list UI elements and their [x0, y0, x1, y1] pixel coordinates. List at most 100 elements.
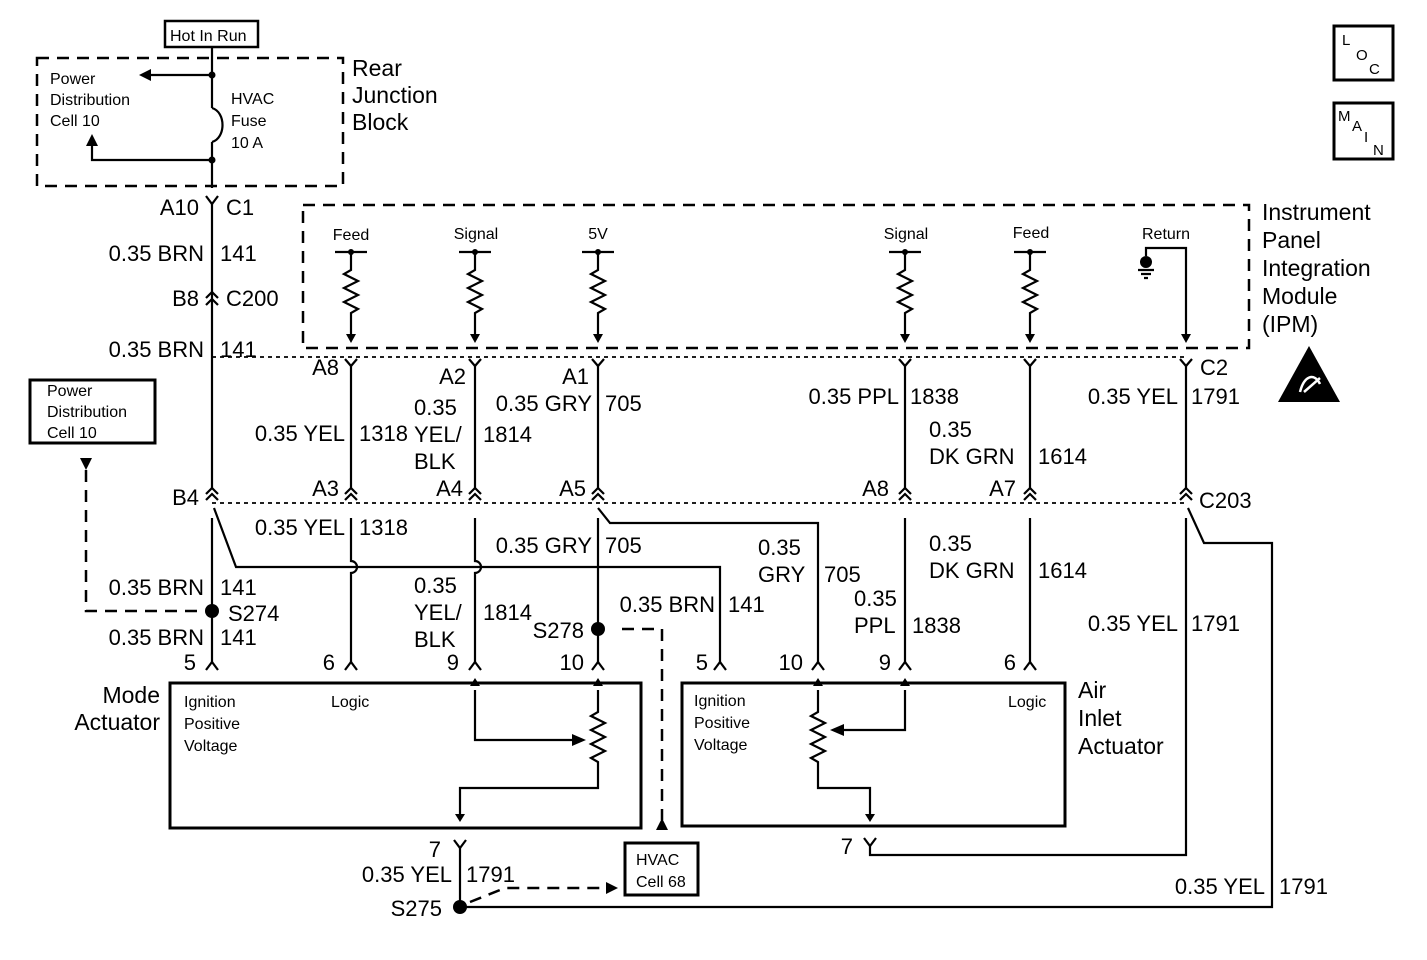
wire-1791-label: 1791 [466, 862, 515, 887]
hot-in-run-label: Hot In Run [170, 28, 246, 45]
air-actuator-title-2: Inlet [1078, 705, 1122, 731]
svg-text:C: C [1369, 61, 1380, 78]
main-icon[interactable]: M A I N [1332, 101, 1395, 161]
rjb-title-2: Junction [352, 82, 438, 108]
wire-1791-label: 1791 [1191, 384, 1240, 409]
air-potentiometer [808, 690, 872, 818]
mode-pin-6: 6 [323, 650, 335, 675]
mode-actuator-title-2: Actuator [74, 709, 160, 735]
junction-dot [208, 71, 216, 79]
pin-a8-ipm: A8 [312, 355, 339, 380]
wire-1791-ground [460, 507, 1274, 909]
wire-141-label: 141 [220, 625, 257, 650]
conn-a3: A3 [312, 476, 339, 501]
pdc-left-label-2: Distribution [47, 404, 127, 421]
pdc-cell-10-reference[interactable]: Power Distribution Cell 10 [28, 378, 157, 445]
fuse-label-3: 10 A [231, 135, 263, 152]
wiring [210, 202, 1274, 909]
air-pin-10: 10 [779, 650, 803, 675]
conn-c200: C200 [226, 286, 279, 311]
wire-1614-label: 1614 [1038, 558, 1087, 583]
wire-yel-label: 0.35 YEL [255, 421, 345, 446]
s274-reference-line [84, 470, 205, 613]
junction-dot [208, 156, 216, 164]
ipm-input-feed-2: Feed [1013, 225, 1049, 242]
conn-b4: B4 [172, 485, 199, 510]
wire-1318-label: 1318 [359, 515, 408, 540]
fuse-label-1: HVAC [231, 91, 274, 108]
pdc-label-2: Distribution [50, 92, 130, 109]
svg-text:A: A [1352, 118, 1362, 135]
connector-labels: A10 C1 B8 C200 A8 A2 A1 C2 B4 A3 A4 A5 A… [160, 195, 1252, 513]
wire-gry-label: 0.35 GRY [496, 391, 593, 416]
wire-size-label: 0.35 [414, 395, 457, 420]
wire-705-label: 705 [824, 562, 861, 587]
arrow-up-icon [656, 818, 668, 830]
wire-gry-short-label: GRY [758, 562, 806, 587]
wire-1318-label: 1318 [359, 421, 408, 446]
conn-c1: C1 [226, 195, 254, 220]
hvac-cell-68-reference[interactable]: HVAC Cell 68 [623, 841, 700, 897]
splice-s274-label: S274 [228, 601, 279, 626]
mode-wiper-wire [473, 690, 578, 742]
conn-a5: A5 [559, 476, 586, 501]
conn-c2: C2 [1200, 355, 1228, 380]
s278-reference-line [622, 627, 664, 820]
wiper-arrow-icon [572, 734, 586, 746]
hvac68-label-2: Cell 68 [636, 874, 686, 891]
pin-a1-ipm: A1 [562, 364, 589, 389]
ipm-title-1: Instrument [1262, 199, 1371, 225]
wire-1614-label: 1614 [1038, 444, 1087, 469]
ipm-module: Instrument Panel Integration Module (IPM… [301, 199, 1371, 350]
splice-s278-dot [591, 622, 605, 636]
conn-b8: B8 [172, 286, 199, 311]
svg-text:O: O [1356, 47, 1368, 64]
air-ign-label-3: Voltage [694, 737, 747, 754]
rjb-title-3: Block [352, 109, 409, 135]
wire-size-label: 0.35 [929, 531, 972, 556]
svg-text:N: N [1373, 142, 1384, 159]
arrow-down-icon [80, 458, 92, 470]
mode-actuator-title-1: Mode [102, 682, 160, 708]
air-actuator-box [680, 681, 1067, 828]
wire-dkgrn-label: DK GRN [929, 558, 1015, 583]
svg-text:I: I [1364, 129, 1368, 146]
ipm-pullup-resistors [335, 249, 1046, 343]
arrow-right-icon [606, 882, 618, 894]
air-actuator-title-1: Air [1078, 677, 1106, 703]
hvac68-label-1: HVAC [636, 852, 679, 869]
wire-141-air-actuator [212, 507, 722, 662]
wire-ppl-label: 0.35 PPL [808, 384, 899, 409]
wire-brn-label: 0.35 BRN [109, 337, 204, 362]
wire-yel-label: 0.35 YEL [1088, 384, 1178, 409]
ipm-outline [301, 203, 1251, 350]
pdc-left-label-1: Power [47, 383, 93, 400]
ipm-title-2: Panel [1262, 227, 1321, 253]
conn-a8: A8 [862, 476, 889, 501]
pdc-label-1: Power [50, 71, 96, 88]
ipm-ground-symbol [1138, 246, 1191, 343]
wire-1791-label: 1791 [1191, 611, 1240, 636]
ipm-input-feed-1: Feed [333, 227, 369, 244]
loc-icon[interactable]: L O C [1332, 24, 1395, 82]
wire-705-label: 705 [605, 391, 642, 416]
mode-logic-label: Logic [331, 694, 369, 711]
conn-a10: A10 [160, 195, 199, 220]
air-pin-5: 5 [696, 650, 708, 675]
conn-c203: C203 [1199, 488, 1252, 513]
wire-dkgrn-label: DK GRN [929, 444, 1015, 469]
wire-1318 [349, 365, 359, 662]
mode-pin-10: 10 [560, 650, 584, 675]
rjb-title-1: Rear [352, 55, 402, 81]
splice-labels: S274 S278 S275 [228, 601, 584, 921]
mode-ign-label-3: Voltage [184, 738, 237, 755]
fuse-label-2: Fuse [231, 113, 267, 130]
esd-warning-icon [1278, 346, 1340, 402]
wire-size-label: 0.35 [929, 417, 972, 442]
wire-brn-label: 0.35 BRN [109, 575, 204, 600]
air-wiper-wire [838, 690, 907, 732]
rear-junction-block: Hot In Run Power Distribution Cell 10 HV… [35, 19, 438, 188]
splice-s275-dot [453, 900, 467, 914]
wire-1791-label: 1791 [1279, 874, 1328, 899]
